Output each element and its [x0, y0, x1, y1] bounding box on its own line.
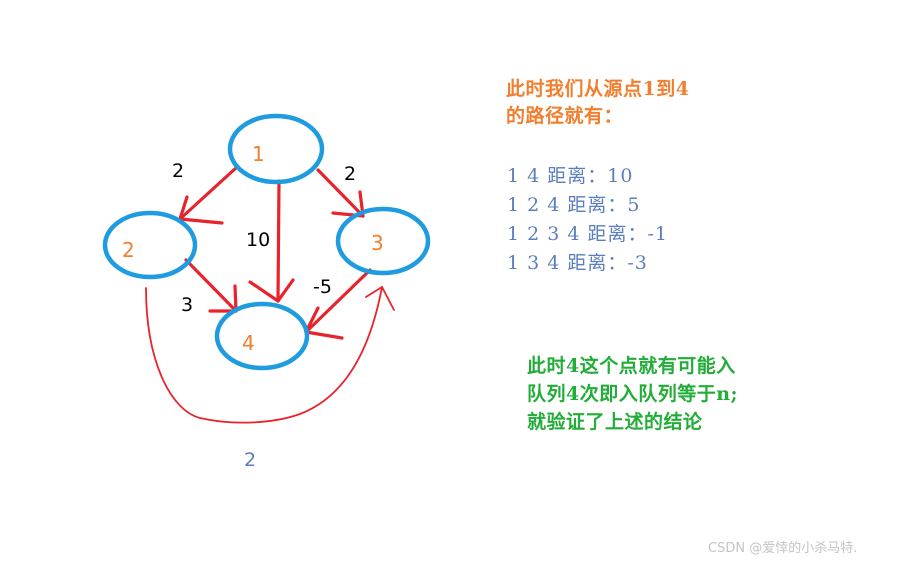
- node-2-circle: [102, 210, 198, 280]
- green-note-line-3: 就验证了上述的结论: [527, 411, 703, 433]
- node-1-circle: [227, 113, 325, 185]
- node-3-circle: [335, 206, 431, 276]
- green-note-line-2: 队列4次即入队列等于n;: [527, 383, 739, 405]
- path-line-4: 1 3 4 距离：-3: [507, 252, 648, 274]
- edge-1-2: [178, 165, 239, 225]
- node-1-label: 1: [252, 142, 265, 166]
- node-4-circle: [214, 301, 310, 371]
- orange-note-line-2: 的路径就有：: [506, 105, 624, 127]
- green-note-line-1: 此时4这个点就有可能入: [527, 355, 736, 377]
- node-2-label: 2: [122, 238, 135, 262]
- edge-1-3-weight: 2: [344, 163, 357, 185]
- orange-note-line-1: 此时我们从源点1到4: [506, 78, 690, 100]
- path-line-1: 1 4 距离：10: [507, 165, 634, 187]
- edge-2-3-curve: [145, 286, 395, 424]
- edge-1-4-weight: 10: [246, 229, 271, 251]
- node-3-label: 3: [371, 231, 384, 255]
- path-line-3: 1 2 3 4 距离：-1: [507, 223, 669, 245]
- edge-1-2-weight: 2: [172, 160, 185, 182]
- edge-2-3-weight: 2: [244, 449, 257, 471]
- node-4-label: 4: [242, 331, 255, 355]
- edge-1-4: [248, 179, 295, 303]
- edge-1-3: [316, 168, 365, 218]
- edge-2-4-weight: 3: [181, 294, 194, 316]
- edge-2-4: [184, 258, 238, 313]
- path-line-2: 1 2 4 距离：5: [507, 194, 641, 216]
- csdn-watermark: CSDN @爱悻的小杀马特.: [708, 541, 858, 556]
- edge-3-4-weight: -5: [313, 276, 332, 298]
